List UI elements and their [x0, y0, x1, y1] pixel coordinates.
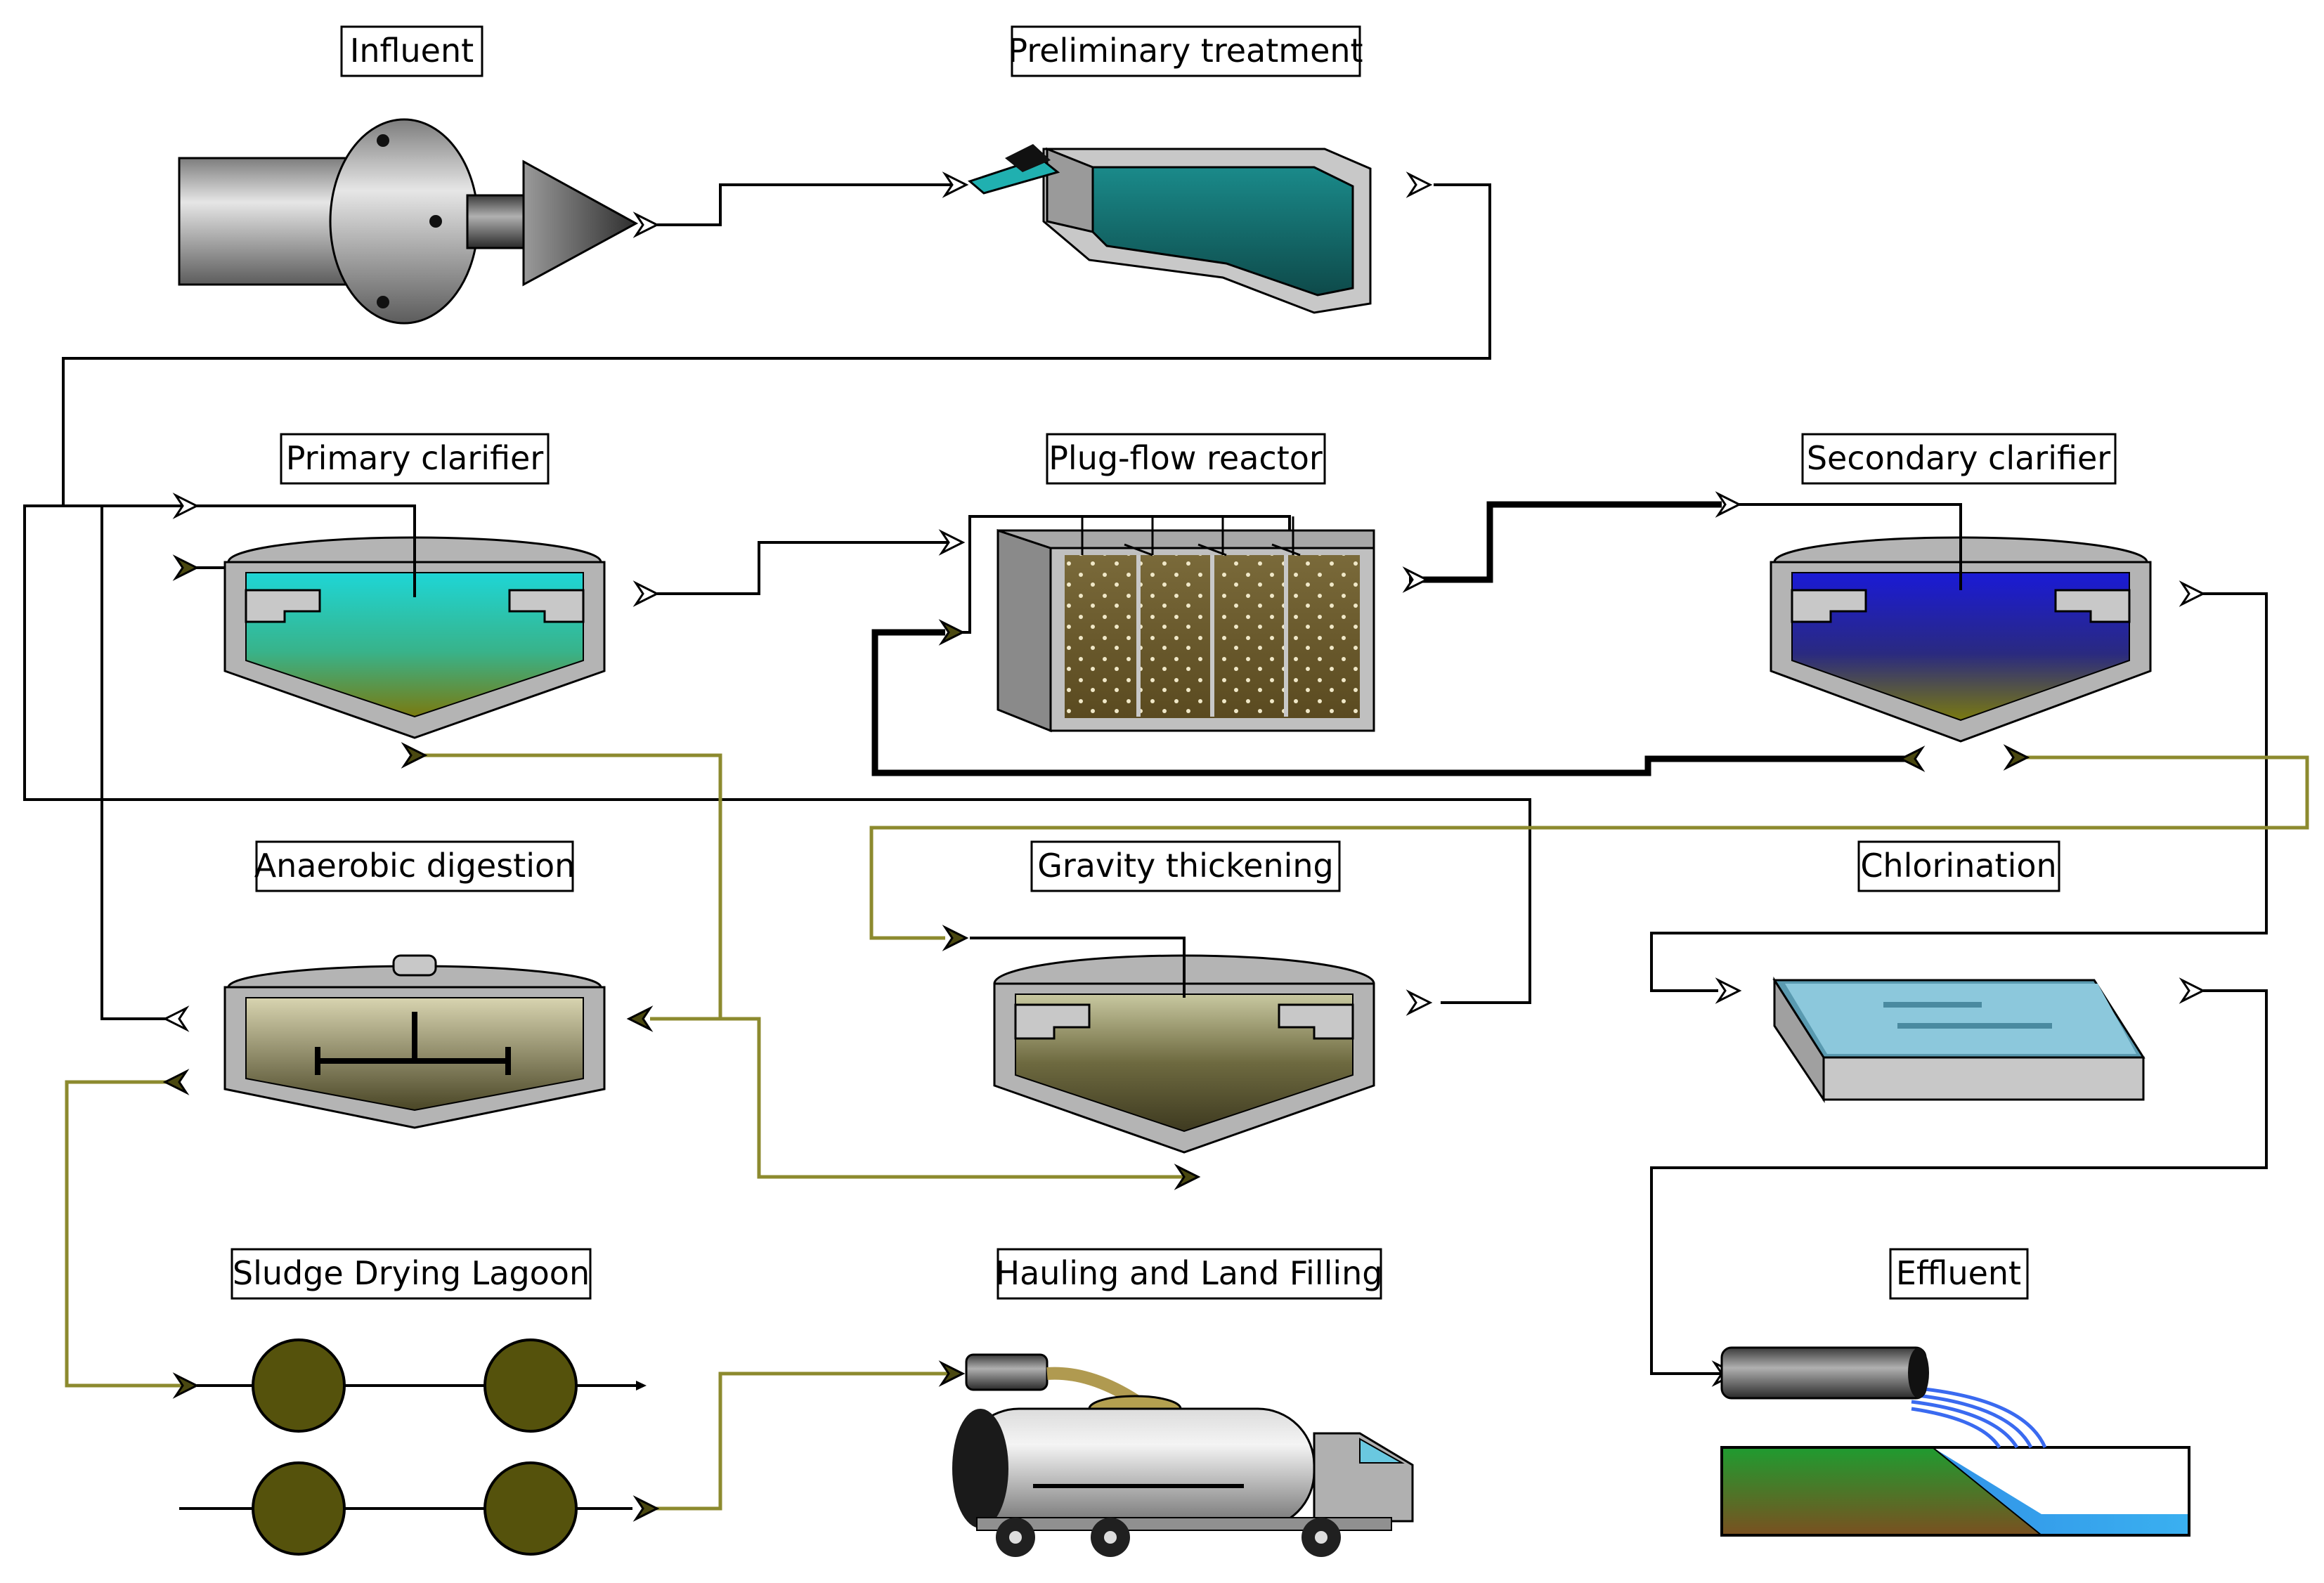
port-markers — [162, 171, 2206, 1522]
svg-text:Secondary clarifier: Secondary clarifier — [1807, 439, 2110, 477]
svg-text:Anaerobic digestion: Anaerobic digestion — [254, 847, 576, 885]
flow-line-recycle-loop — [23, 504, 1531, 1004]
flow-line-influent-to-preliminary — [657, 183, 959, 226]
sludge-line-primary-to-digester — [422, 753, 722, 1021]
port-marker-preliminary-in — [942, 171, 969, 198]
flow-line-plugflow-return — [956, 542, 971, 634]
svg-text:Plug-flow reactor: Plug-flow reactor — [1049, 439, 1323, 477]
port-marker-digester-sludge-in — [626, 1005, 654, 1032]
anaerobic-digester — [223, 954, 606, 1129]
port-marker-gravity-out — [1406, 989, 1433, 1016]
sludge-line-thickener-to-digester — [720, 1017, 1188, 1179]
lagoon-cell — [483, 1338, 578, 1433]
plug-flow-reactor — [997, 516, 1375, 733]
port-marker-digester-out — [162, 1069, 190, 1095]
port-marker-ras-out — [1898, 745, 1926, 772]
port-marker-influent-out — [632, 211, 660, 238]
port-marker-primary-out — [632, 580, 660, 607]
flow-line-plugflow-inlet — [968, 515, 1291, 542]
influent-pipe — [178, 118, 639, 325]
sludge-line-lagoon-to-hauling — [654, 1372, 956, 1511]
port-marker-plugflow-in-2 — [938, 619, 966, 646]
svg-text:Influent: Influent — [350, 32, 474, 70]
gravity-thickener — [993, 938, 1375, 1154]
lagoon-cell — [252, 1338, 346, 1433]
svg-text:Chlorination: Chlorination — [1860, 847, 2056, 885]
sludge-line-digester-to-lagoon — [65, 1080, 183, 1388]
flow-line-return-activated-sludge — [871, 629, 1911, 776]
port-marker-hauling-in — [938, 1360, 966, 1387]
primary-clarifier — [223, 506, 606, 739]
svg-text:Preliminary treatment: Preliminary treatment — [1008, 32, 1363, 70]
label-primary-clarifier: Primary clarifier — [280, 433, 550, 485]
label-gravity-thickening: Gravity thickening — [1030, 840, 1341, 892]
flow-line-to-digester — [100, 506, 172, 1020]
port-marker-chlorination-out — [2179, 977, 2206, 1004]
flow-lines — [23, 183, 2268, 1510]
port-marker-primary-underflow — [401, 742, 428, 769]
svg-text:Effluent: Effluent — [1896, 1254, 2021, 1292]
svg-text:Primary clarifier: Primary clarifier — [286, 439, 544, 477]
flow-line-primary-to-plugflow — [657, 541, 956, 595]
lagoon-cell — [252, 1461, 346, 1556]
label-plug-flow-reactor: Plug-flow reactor — [1046, 433, 1326, 485]
sludge-lines — [65, 753, 2309, 1511]
port-marker-gravity-underflow — [1174, 1164, 1201, 1190]
svg-text:Hauling and Land Filling: Hauling and Land Filling — [995, 1254, 1382, 1292]
port-marker-plugflow-out — [1402, 566, 1429, 593]
flow-line-chlorination-to-effluent — [1650, 989, 2268, 1375]
port-marker-secondary-out — [2179, 580, 2206, 607]
port-marker-was-out — [2003, 744, 2030, 771]
effluent-outfall — [1720, 1346, 2190, 1537]
sludge-line-secondary-waste — [869, 755, 2309, 940]
label-chlorination: Chlorination — [1857, 840, 2060, 892]
port-marker-secondary-in — [1715, 491, 1742, 518]
svg-text:Gravity thickening: Gravity thickening — [1037, 847, 1333, 885]
sludge-drying-lagoon — [252, 1338, 647, 1556]
label-sludge-drying-lagoon: Sludge Drying Lagoon — [231, 1248, 592, 1300]
port-marker-digester-in — [162, 1005, 190, 1032]
port-marker-lagoon-in — [172, 1372, 200, 1399]
label-secondary-clarifier: Secondary clarifier — [1801, 433, 2117, 485]
port-marker-primary-scum — [172, 554, 200, 581]
port-marker-lagoon-out — [632, 1495, 660, 1522]
flow-line-plugflow-to-secondary — [1409, 501, 1722, 583]
label-preliminary-treatment: Preliminary treatment — [1008, 25, 1363, 77]
svg-text:Sludge Drying Lagoon: Sludge Drying Lagoon — [233, 1254, 590, 1292]
chlorination-basin — [1772, 976, 2146, 1103]
port-marker-gravity-in — [942, 925, 969, 951]
port-marker-preliminary-out — [1406, 171, 1433, 198]
label-anaerobic-digestion: Anaerobic digestion — [254, 840, 576, 892]
hauling-truck — [952, 1353, 1414, 1557]
port-marker-primary-in — [172, 493, 200, 519]
flow-line-secondary-to-chlorination — [1650, 592, 2268, 992]
flow-line-preliminary-to-primary — [62, 183, 1491, 506]
label-hauling-and-land-filling: Hauling and Land Filling — [995, 1248, 1383, 1300]
label-influent: Influent — [340, 25, 483, 77]
lagoon-cell — [483, 1461, 578, 1556]
port-marker-chlorination-in — [1715, 977, 1742, 1004]
port-marker-plugflow-in-1 — [938, 529, 966, 556]
preliminary-treatment-tank — [967, 144, 1372, 314]
label-effluent: Effluent — [1889, 1248, 2029, 1300]
secondary-clarifier — [1770, 504, 2152, 743]
